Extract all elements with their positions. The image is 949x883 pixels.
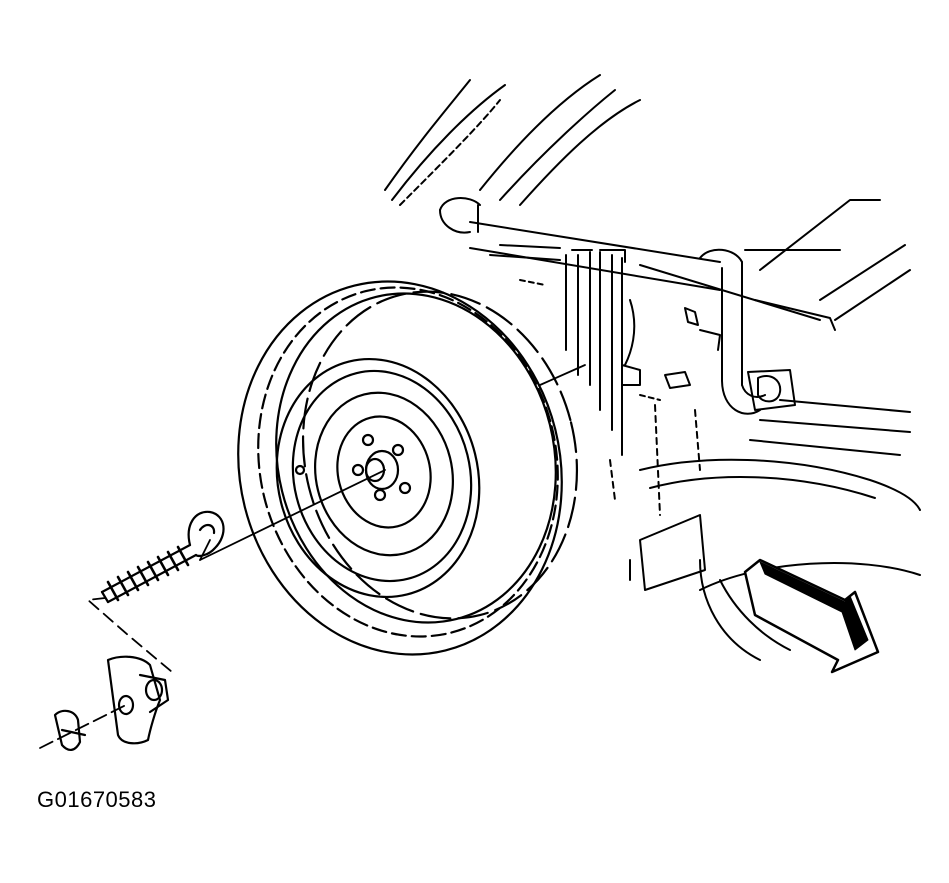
figure-caption: G01670583: [37, 787, 157, 812]
retainer-hook: [102, 512, 224, 602]
vehicle-body: [385, 75, 920, 660]
mounting-bracket: [108, 657, 168, 744]
fastener-axis-line: [40, 705, 126, 748]
leader-line: [88, 598, 172, 672]
direction-arrow: [745, 560, 878, 672]
wheel-rim: [252, 337, 504, 618]
wing-nut: [55, 711, 85, 750]
spare-tire: [199, 247, 611, 689]
